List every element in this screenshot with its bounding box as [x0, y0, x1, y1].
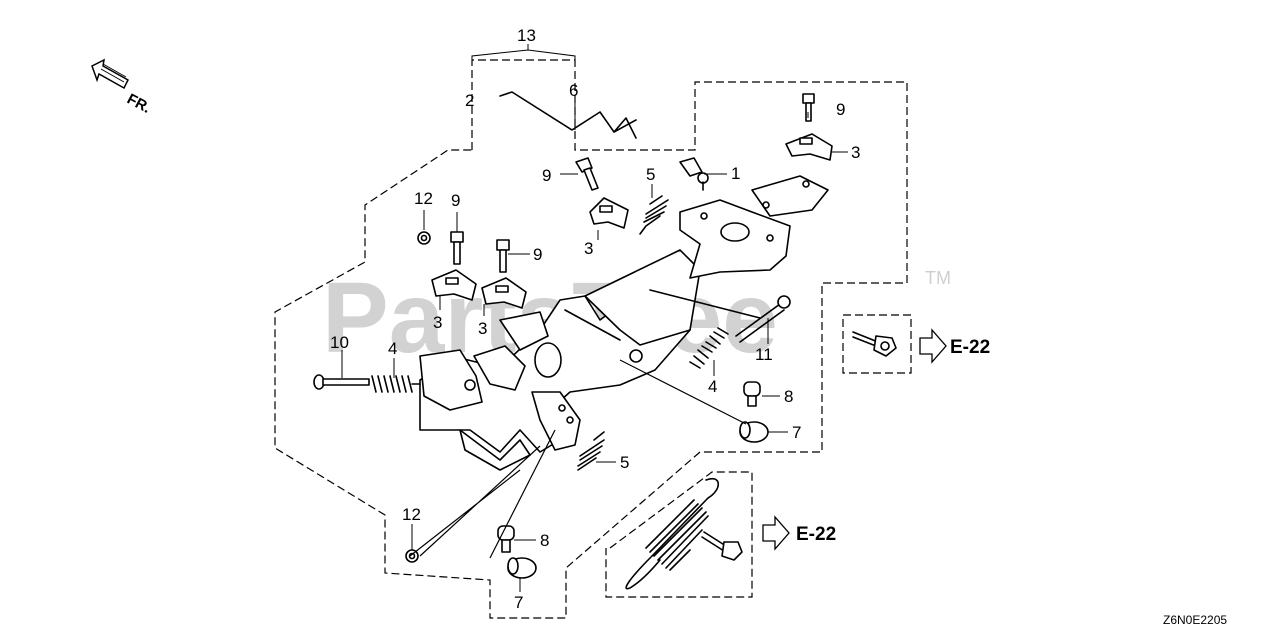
long-bolt-right — [735, 295, 791, 343]
knob-lower — [507, 557, 537, 579]
callout-5-lower: 5 — [620, 453, 629, 472]
flange-bolt-upper — [852, 331, 897, 357]
control-base-bracket — [419, 249, 701, 471]
throttle-link — [679, 157, 709, 191]
bolt-left-1 — [450, 231, 464, 265]
spring-upper — [639, 195, 669, 235]
diagram-code: Z6N0E2205 — [1163, 613, 1227, 627]
clip-left-2 — [481, 277, 527, 309]
callout-4-right: 4 — [708, 377, 717, 396]
callout-10: 10 — [330, 333, 349, 352]
front-direction-arrow-icon — [91, 58, 129, 90]
callout-13: 13 — [517, 26, 536, 45]
callout-7-lower: 7 — [514, 593, 523, 612]
spring-lower — [577, 431, 605, 471]
governor-spring-detail — [625, 477, 743, 590]
watermark-trademark: TM — [925, 268, 951, 288]
callout-9-center: 9 — [542, 166, 551, 185]
knob-right — [739, 421, 769, 443]
washer-upper — [417, 231, 431, 245]
lower-link-lines — [409, 359, 747, 559]
callout-9-left-2: 9 — [533, 245, 542, 264]
clip-left-1 — [431, 269, 477, 301]
pivot-collar-right — [743, 381, 761, 407]
reference-arrow-upper-icon — [919, 328, 947, 364]
callout-1: 1 — [731, 164, 740, 183]
pivot-collar-lower — [497, 525, 515, 553]
callout-3-left-1: 3 — [433, 313, 442, 332]
callout-leaders — [341, 100, 848, 592]
callout-6: 6 — [569, 81, 578, 100]
reference-label-upper: E-22 — [950, 337, 990, 358]
assembly-outline — [274, 59, 908, 619]
callout-8-lower: 8 — [540, 531, 549, 550]
bolt-center — [575, 157, 599, 191]
long-bolt — [313, 374, 370, 390]
bolt-left-2 — [496, 239, 510, 273]
clip-upper-right — [785, 133, 833, 161]
callout-7-right: 7 — [792, 423, 801, 442]
throttle-rod — [499, 91, 637, 139]
reference-label-lower: E-22 — [796, 524, 836, 545]
front-direction-label: FR. — [124, 91, 153, 117]
bolt-detail-box — [842, 314, 912, 374]
callout-9-left-1: 9 — [451, 191, 460, 210]
callout-3-left-2: 3 — [478, 319, 487, 338]
callout-5-upper: 5 — [646, 165, 655, 184]
spring-left — [371, 375, 421, 393]
callout-3-center: 3 — [584, 239, 593, 258]
callout-9-upper-right: 9 — [836, 100, 845, 119]
callout-2: 2 — [465, 91, 474, 110]
clip-center — [589, 197, 629, 229]
control-lever-plate — [649, 175, 829, 319]
callout-4-left: 4 — [388, 339, 397, 358]
callout-13-bracket — [471, 44, 576, 60]
callout-12-lower: 12 — [402, 505, 421, 524]
reference-arrow-lower-icon — [762, 515, 790, 551]
callout-11: 11 — [755, 345, 773, 364]
callout-8-right: 8 — [784, 387, 793, 406]
spring-right — [689, 327, 729, 369]
callout-3-upper-right: 3 — [851, 143, 860, 162]
callout-12-upper: 12 — [414, 189, 433, 208]
spring-detail-box — [605, 471, 753, 598]
